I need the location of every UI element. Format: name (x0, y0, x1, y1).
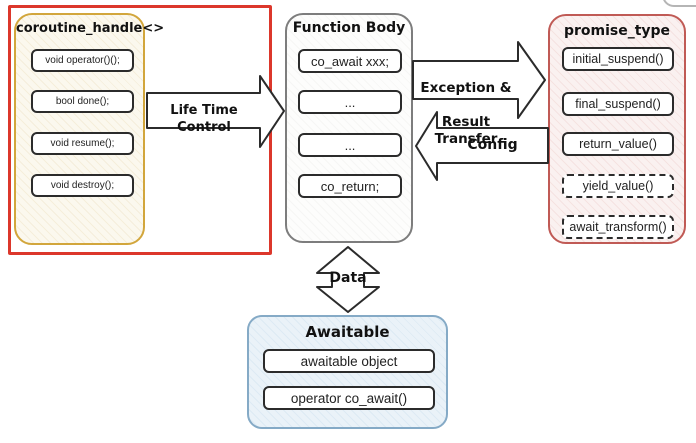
coroutine-handle-panel: coroutine_handle<> void operator()(); bo… (14, 13, 165, 245)
method-await-transform: await_transform() (562, 215, 674, 239)
cropped-box-corner (662, 0, 696, 7)
operator-co-await-box: operator co_await() (263, 386, 435, 410)
method-return-value: return_value() (562, 132, 674, 156)
promise-type-panel: promise_type initial_suspend() final_sus… (548, 14, 686, 244)
function-body-panel: Function Body co_await xxx; ... ... co_r… (285, 13, 413, 243)
method-void-destroy: void destroy(); (31, 174, 134, 197)
promise-type-title: promise_type (563, 23, 671, 39)
awaitable-title: Awaitable (305, 323, 390, 341)
exception-result-label-line1: Exception & (420, 80, 512, 96)
statement-ellipsis-2: ... (298, 133, 402, 157)
config-label: Config (467, 137, 518, 153)
exception-result-label-line2: Result Transfer (434, 114, 498, 147)
method-bool-done: bool done(); (31, 90, 134, 113)
method-void-resume: void resume(); (31, 132, 134, 155)
method-void-operator: void operator()(); (31, 49, 134, 72)
statement-ellipsis-1: ... (298, 90, 402, 114)
statement-co-await: co_await xxx; (298, 49, 402, 73)
method-initial-suspend: initial_suspend() (562, 47, 674, 71)
life-time-control-label: Life Time Control (170, 103, 238, 135)
coroutine-handle-title: coroutine_handle<> (16, 21, 165, 36)
awaitable-panel: Awaitable awaitable object operator co_a… (247, 315, 448, 429)
data-label: Data (329, 270, 367, 286)
statement-co-return: co_return; (298, 174, 402, 198)
method-final-suspend: final_suspend() (562, 92, 674, 116)
awaitable-object-box: awaitable object (263, 349, 435, 373)
method-yield-value: yield_value() (562, 174, 674, 198)
function-body-title: Function Body (292, 20, 406, 36)
